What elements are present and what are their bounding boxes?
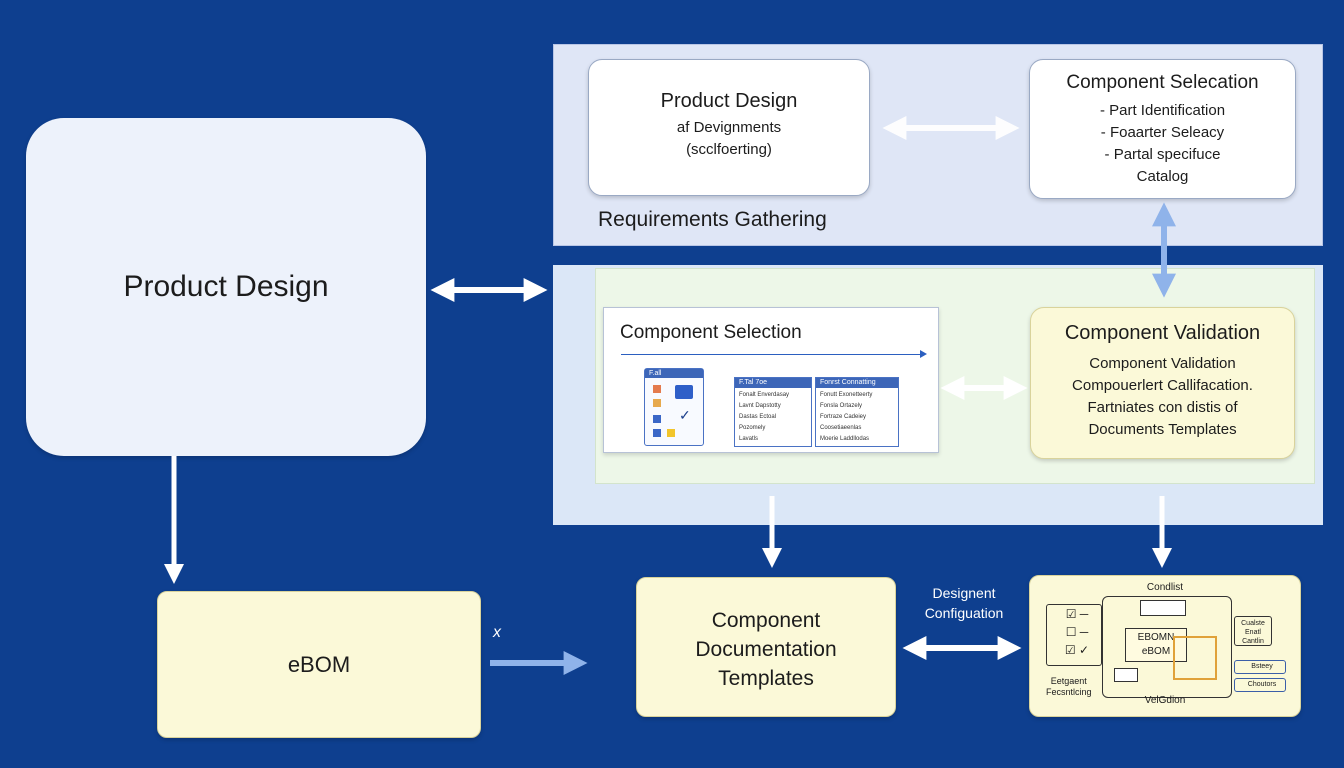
mini-list-item: Dastas Ectoal xyxy=(739,414,777,420)
ebom-diagram-right-card: Cualste Enatl Cantlin xyxy=(1234,616,1272,646)
mini-list-item: Lavatls xyxy=(739,436,759,442)
designent-config-line: Configuation xyxy=(924,605,1004,621)
mini-window-list-a: F.Tal 7oe Fonalt Enverdasay Lavnt Dapsto… xyxy=(734,377,812,447)
component-validation-line: Fartniates con distis of xyxy=(1087,399,1238,416)
product-design-top-line: (scclfoerting) xyxy=(686,141,772,158)
rule-arrowhead-icon xyxy=(920,350,927,358)
ebom-diagram-highlight xyxy=(1173,636,1217,680)
requirements-gathering-label: Requirements Gathering xyxy=(598,208,827,231)
ebom-diagram-node xyxy=(1140,600,1186,616)
product-design-top-box[interactable]: Product Design af Devignments (scclfoert… xyxy=(588,59,870,196)
ebom-diagram-right-pill: Bsteey xyxy=(1234,660,1286,674)
component-selecation-item: - Partal specifuce xyxy=(1104,146,1221,163)
component-selecation-title: Component Selecation xyxy=(1066,72,1259,93)
ebom-mark: x xyxy=(493,624,501,641)
component-selection-rule xyxy=(621,354,924,355)
orange-square-icon xyxy=(653,399,661,407)
blue-square-icon xyxy=(653,415,661,423)
component-docs-line: Component xyxy=(711,609,821,632)
ebom-diagram-right-label: Choutors xyxy=(1247,681,1277,688)
designent-config-line: Designent xyxy=(932,585,996,601)
ebom-diagram-bottom-label: VelGdion xyxy=(1144,695,1186,706)
yellow-square-icon xyxy=(667,429,675,437)
ebom-diagram-right-label: Cualste Enatl Cantlin xyxy=(1241,620,1265,645)
ebom-diagram-center-line: eBOM xyxy=(1141,646,1171,657)
component-validation-line: Documents Templates xyxy=(1088,421,1237,438)
ebom-diagram-node xyxy=(1114,668,1138,682)
ebom-diagram-center-line: EBOMN xyxy=(1137,632,1175,643)
component-validation-line: Component Validation xyxy=(1089,355,1236,372)
blue-square-icon xyxy=(653,429,661,437)
mini-list-item: Fonsla Ortazely xyxy=(820,403,863,409)
component-validation-line: Compouerlert Callifacation. xyxy=(1072,377,1253,394)
ebom-diagram-top-label: Condlist xyxy=(1146,582,1184,593)
checkmark-icon: ✓ xyxy=(679,407,691,423)
ebom-diagram-left-label: Eetgaent xyxy=(1050,676,1087,686)
component-docs-line: Templates xyxy=(718,667,814,690)
ebom-diagram-frame xyxy=(1102,596,1232,698)
mini-window-header: F.all xyxy=(645,369,703,378)
checklist-icon: ☑ ─☐ ─☑ ✓ xyxy=(1046,604,1102,666)
designent-config-label: Designent Configuation xyxy=(908,583,1020,623)
ebom-diagram-right-label: Bsteey xyxy=(1251,663,1273,670)
ebom-diagram-center: EBOMN eBOM xyxy=(1125,628,1187,662)
mini-list-item: Coosetiaeenlas xyxy=(820,425,862,431)
component-selecation-item: Catalog xyxy=(1136,168,1189,185)
product-design-main-title: Product Design xyxy=(123,270,329,303)
product-design-top-line: af Devignments xyxy=(676,119,782,136)
component-selecation-item: - Foaarter Seleacy xyxy=(1100,124,1225,141)
ebom-title: eBOM xyxy=(287,651,351,677)
component-selection-title: Component Selection xyxy=(620,322,802,343)
mini-window-list-b: Fonrst Connatting Fonutt Exonetteerty Fo… xyxy=(815,377,899,447)
product-design-top-title: Product Design xyxy=(660,90,798,112)
ebom-diagram-left-label: Fecsntlcing xyxy=(1046,687,1092,697)
component-validation-title: Component Validation xyxy=(1064,322,1261,344)
ebom-diagram-box[interactable]: Condlist ☑ ─☐ ─☑ ✓ Eetgaent Fecsntlcing … xyxy=(1029,575,1301,717)
mini-list-item: Pozomely xyxy=(739,425,766,431)
mini-list-item: Moerie Laddllodas xyxy=(820,436,870,442)
mini-list-item: Lavnt Dapstotty xyxy=(739,403,781,409)
component-selecation-item: - Part Identification xyxy=(1099,102,1226,119)
ebom-box[interactable]: eBOM xyxy=(157,591,481,738)
mini-window-header: Fonrst Connatting xyxy=(816,378,898,388)
mini-window-icons: F.all ✓ xyxy=(644,368,704,446)
component-selection-panel[interactable]: Component Selection F.all ✓ F.Tal 7oe Fo… xyxy=(603,307,939,453)
chat-bubble-icon xyxy=(675,385,693,399)
ebom-diagram-right-pill: Choutors xyxy=(1234,678,1286,692)
mini-list-item: Fonalt Enverdasay xyxy=(739,392,790,398)
mini-list-item: Fonutt Exonetteerty xyxy=(820,392,873,398)
orange-square-icon xyxy=(653,385,661,393)
mini-window-header: F.Tal 7oe xyxy=(735,378,811,388)
product-design-main-box[interactable]: Product Design xyxy=(26,118,426,456)
component-selecation-box[interactable]: Component Selecation - Part Identificati… xyxy=(1029,59,1296,199)
component-validation-box[interactable]: Component Validation Component Validatio… xyxy=(1030,307,1295,459)
component-docs-line: Documentation xyxy=(695,638,837,661)
mini-list-item: Fortraze Cadeiey xyxy=(820,414,867,420)
component-docs-box[interactable]: Component Documentation Templates xyxy=(636,577,896,717)
